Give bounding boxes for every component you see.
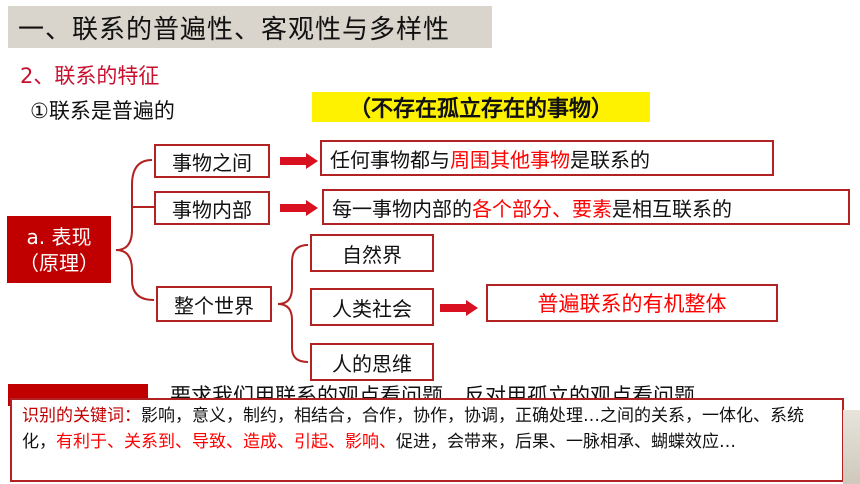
world-society: 人类社会 [310,288,434,326]
branch-inside-things: 事物内部 [154,191,270,225]
keywords-red: 有利于、关系到、导致、造成、引起、影响、 [56,432,396,452]
keywords-box: 识别的关键词：影响，意义，制约，相结合，合作，协作，协调，正确处理…之间的关系，… [10,398,844,482]
point-heading: ①联系是普遍的 [30,99,175,123]
result2-red: 各个部分、要素 [472,196,612,221]
branch-whole-world: 整个世界 [156,286,272,322]
world-thought: 人的思维 [310,343,434,381]
world-result: 普遍联系的有机整体 [486,284,778,322]
arrow-right-icon [280,200,318,216]
arrow-right-icon [440,300,478,316]
page-title: 一、联系的普遍性、客观性与多样性 [8,6,492,48]
result-inside-things: 每一事物内部的各个部分、要素是相互联系的 [322,189,850,225]
slide-edge-decoration [843,410,860,484]
section-subtitle: 2、联系的特征 [20,64,160,88]
result-between-things: 任何事物都与周围其他事物是联系的 [320,140,774,176]
result2-pre: 每一事物内部的 [332,196,472,221]
manifestation-label: a. 表现 （原理） [7,216,111,283]
keywords-part1: 影响，意义，制约，相结合，合作，协作，协调，正确处理…之间的关系，一体化、系统化… [22,406,804,452]
highlight-note: （不存在孤立存在的事物） [312,92,650,122]
main-brace [115,159,155,301]
branch-between-things: 事物之间 [154,144,270,178]
world-nature: 自然界 [310,234,434,272]
result1-red: 周围其他事物 [450,147,570,172]
keywords-part2: 促进，会带来，后果、一脉相承、蝴蝶效应… [396,432,736,452]
result1-post: 是联系的 [570,147,650,172]
keywords-label: 识别的关键词： [22,406,141,426]
label-line2: （原理） [19,250,99,275]
result2-post: 是相互联系的 [612,196,732,221]
label-line1: a. 表现 [26,224,92,249]
result1-pre: 任何事物都与 [330,147,450,172]
world-brace [277,244,309,363]
arrow-right-icon [280,153,318,169]
